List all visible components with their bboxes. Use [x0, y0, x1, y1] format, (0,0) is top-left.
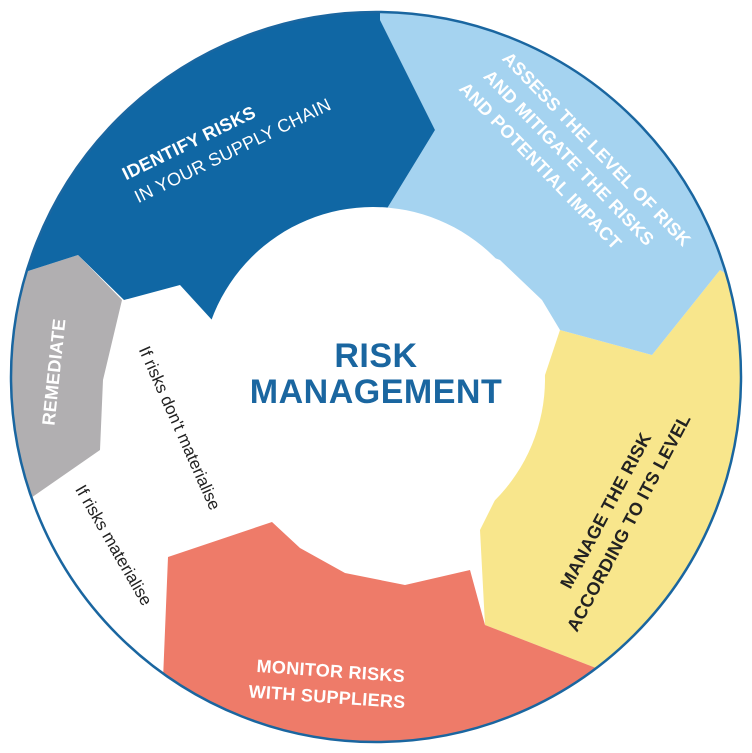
center-title-line1: RISK: [334, 337, 417, 375]
center-title-line2: MANAGEMENT: [250, 373, 502, 411]
segment-monitor: [160, 522, 596, 742]
ring-outline: [9, 10, 743, 744]
segment-remediate: [11, 255, 122, 520]
center-hub: [201, 207, 545, 551]
